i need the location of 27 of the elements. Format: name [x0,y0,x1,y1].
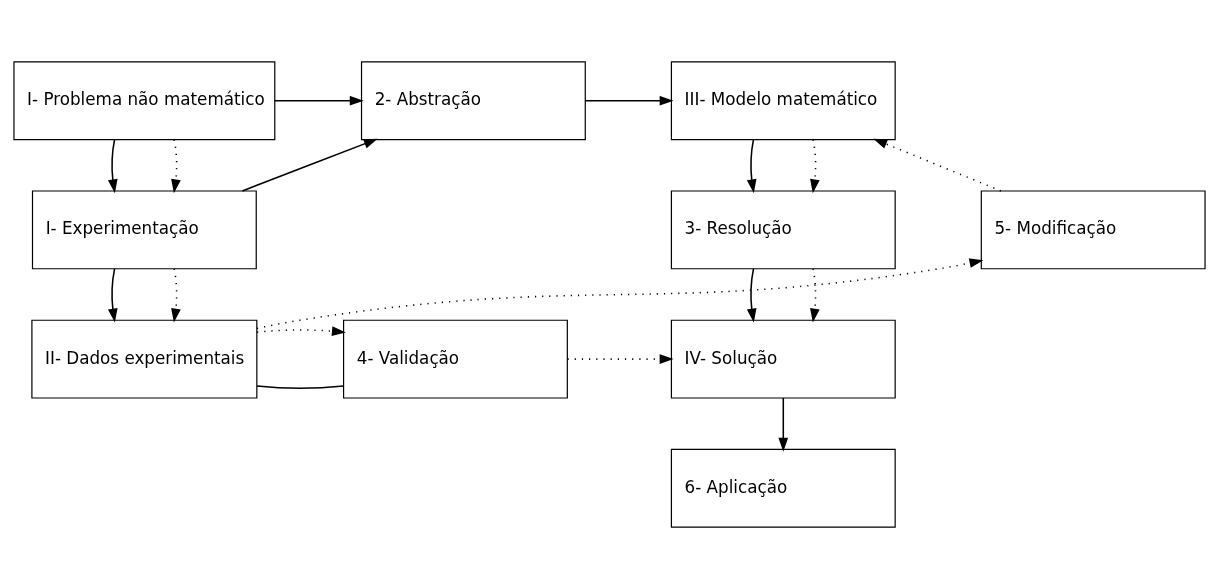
node-box: II- Dados experimentais [31,319,258,399]
arrow [171,267,181,322]
node-box: 4- Validação [342,319,568,399]
arrow [778,396,789,452]
arrow [171,138,181,193]
node-box: IV- Solução [670,319,896,399]
arrow [256,257,984,329]
arrow [566,353,674,364]
node-box: I- Problema não matemático [13,60,276,140]
arrow [584,95,674,106]
arrow [810,138,820,193]
node-box: III- Modelo matemático [670,60,896,140]
arrow [810,267,820,322]
node-box: 3- Resolução [670,189,896,269]
node-box: 6- Aplicação [670,448,896,528]
arrow [256,325,346,336]
arrow [107,267,118,322]
node-box: 5- Modificação [980,189,1206,269]
arrow [274,95,364,106]
arrow [241,138,378,192]
arrow [746,267,757,322]
arrow [873,138,1002,192]
node-box: I- Experimentação [31,189,257,269]
node-box: 2- Abstração [360,60,586,140]
arrow [107,138,118,193]
connector [256,384,345,389]
arrow [746,138,757,193]
